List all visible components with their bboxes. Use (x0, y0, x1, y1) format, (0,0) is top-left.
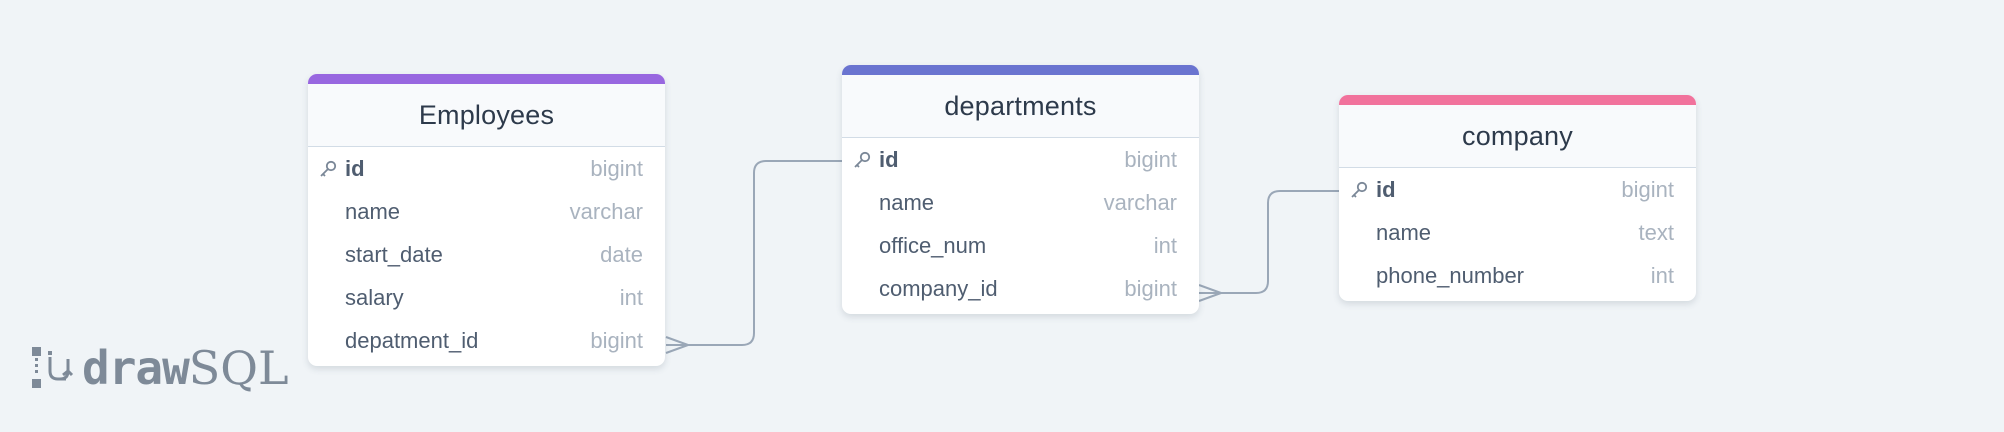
column-name: phone_number (1376, 262, 1525, 288)
drawsql-logo-icon (32, 347, 74, 388)
relation-employees-departments[interactable] (666, 160, 842, 346)
column-name: name (345, 198, 401, 224)
column-type: varchar (569, 198, 643, 224)
column-row-name[interactable]: name varchar (308, 190, 665, 233)
column-name: id (1376, 176, 1396, 202)
column-row-company-id[interactable]: company_id bigint (842, 267, 1199, 310)
key-icon (320, 160, 337, 177)
crow-foot-employees (665, 336, 689, 354)
table-title[interactable]: company (1339, 105, 1696, 168)
column-name: start_date (345, 241, 443, 267)
column-row-id[interactable]: id bigint (1339, 168, 1696, 211)
column-type: bigint (1124, 146, 1177, 172)
column-type: varchar (1103, 189, 1177, 215)
column-type: int (619, 284, 643, 310)
column-name: id (879, 146, 899, 172)
column-row-office-num[interactable]: office_num int (842, 224, 1199, 267)
column-type: date (600, 241, 643, 267)
column-type: bigint (1621, 176, 1674, 202)
column-name: name (1376, 219, 1432, 245)
column-type: int (1650, 262, 1674, 288)
relation-departments-company[interactable] (1199, 190, 1339, 294)
key-icon (854, 151, 871, 168)
column-row-start-date[interactable]: start_date date (308, 233, 665, 276)
column-name: depatment_id (345, 327, 479, 353)
table-accent-bar (308, 74, 665, 84)
drawsql-logo-text: drawSQL (82, 345, 289, 391)
column-row-id[interactable]: id bigint (308, 147, 665, 190)
column-name: name (879, 189, 935, 215)
table-title[interactable]: departments (842, 75, 1199, 138)
table-title[interactable]: Employees (308, 84, 665, 147)
column-row-salary[interactable]: salary int (308, 276, 665, 319)
column-type: text (1638, 219, 1674, 245)
column-type: bigint (590, 155, 643, 181)
column-row-name[interactable]: name text (1339, 211, 1696, 254)
table-departments[interactable]: departments id bigint name varchar offic… (842, 65, 1199, 314)
column-name: company_id (879, 275, 998, 301)
column-row-name[interactable]: name varchar (842, 181, 1199, 224)
table-company[interactable]: company id bigint name text phone_number… (1339, 95, 1696, 301)
crow-foot-departments (1198, 284, 1222, 302)
column-row-id[interactable]: id bigint (842, 138, 1199, 181)
logo-text-sql: SQL (188, 341, 289, 395)
column-name: salary (345, 284, 404, 310)
column-name: office_num (879, 232, 987, 258)
column-type: bigint (1124, 275, 1177, 301)
table-accent-bar (842, 65, 1199, 75)
table-employees[interactable]: Employees id bigint name varchar start_d… (308, 74, 665, 366)
logo-text-draw: draw (82, 341, 190, 395)
table-accent-bar (1339, 95, 1696, 105)
column-name: id (345, 155, 365, 181)
column-type: int (1153, 232, 1177, 258)
column-type: bigint (590, 327, 643, 353)
drawsql-logo[interactable]: drawSQL (30, 345, 289, 391)
key-icon (1351, 181, 1368, 198)
column-row-depatment-id[interactable]: depatment_id bigint (308, 319, 665, 362)
column-row-phone-number[interactable]: phone_number int (1339, 254, 1696, 297)
